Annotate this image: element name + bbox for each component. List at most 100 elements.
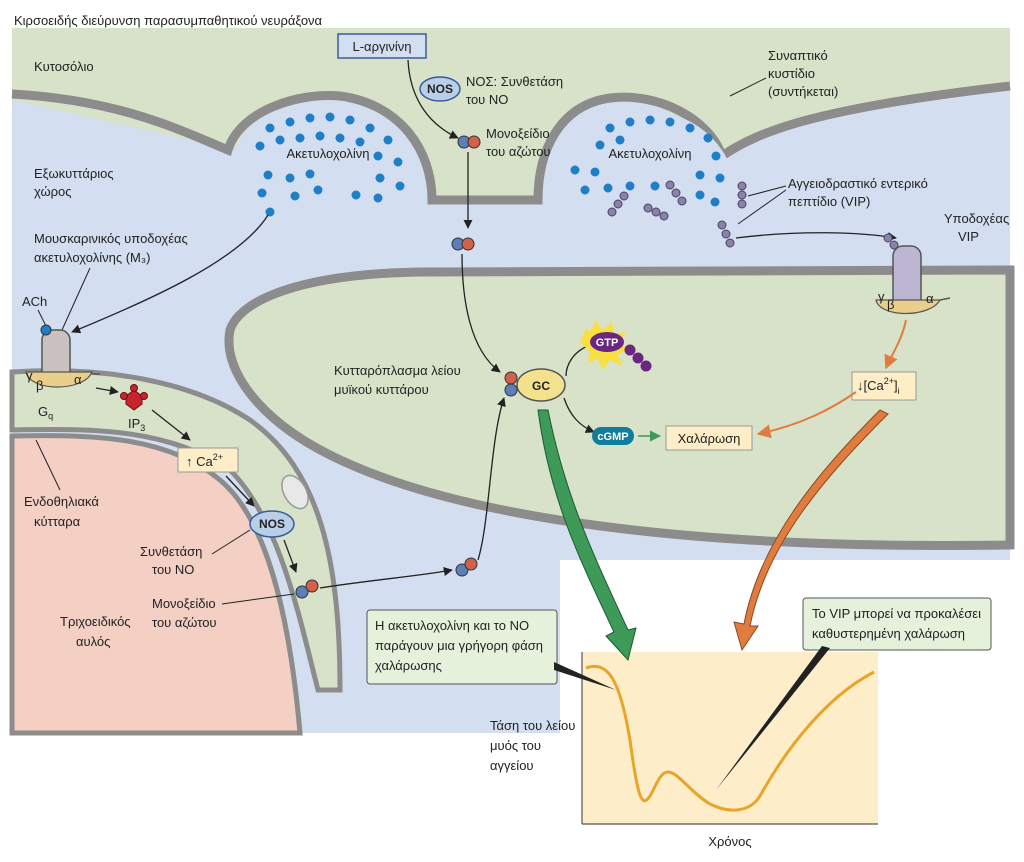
- extracellular-label-2: χώρος: [34, 184, 72, 199]
- no-top-label: Μονοξείδιο: [486, 126, 550, 141]
- no-molecule-mid: [451, 237, 475, 251]
- delayed-phase-arrow: [733, 409, 889, 652]
- muscarinic-leader: [61, 267, 91, 331]
- vip-alpha: α: [926, 291, 934, 306]
- arrow-vip-receptor: [735, 232, 897, 242]
- nerve-terminal: [12, 28, 1010, 200]
- smooth-muscle-label: Κυτταρόπλασμα λείου: [334, 363, 461, 378]
- synaptic-vesicle-label: Συναπτικό: [768, 48, 828, 63]
- nos-top-label: NOS: [427, 82, 453, 96]
- smooth-muscle-cell: [224, 265, 1015, 551]
- nerve-membrane: [11, 81, 1011, 205]
- no-endo-leader: [221, 593, 295, 605]
- title-label: Κιρσοειδής διεύρυνση παρασυμπαθητικού νε…: [14, 13, 323, 28]
- vip-delayed-box: [802, 597, 992, 651]
- arrow-ca-nos: [225, 475, 255, 507]
- capillary-lumen: [9, 433, 303, 736]
- gc-label: GC: [532, 379, 550, 393]
- arrow-no-out: [319, 567, 453, 589]
- ip3-label: IP3: [128, 416, 145, 433]
- endothelial-leader: [35, 439, 61, 491]
- graph-area: [582, 652, 878, 824]
- fast-phase-label: Η ακετυλοχολίνη και το ΝΟ: [375, 618, 529, 633]
- organelle: [281, 474, 309, 510]
- acetylcholine-right-label: Ακετυλοχολίνη: [609, 146, 692, 161]
- no-molecule-endo: [295, 579, 319, 599]
- muscarinic-label-2: ακετυλοχολίνης (M₃): [34, 250, 150, 265]
- vesicle-leader: [729, 77, 767, 97]
- vip-receptor-label-2: VIP: [958, 229, 979, 244]
- endothelial-label: Ενδοθηλιακά: [24, 494, 99, 509]
- cgmp-badge: [592, 427, 634, 445]
- vip-delayed-label: Το VIP μπορεί να προκαλέσει: [812, 606, 981, 621]
- no-endo-label-2: του αζώτου: [152, 615, 217, 630]
- no-endo-label: Μονοξείδιο: [152, 596, 216, 611]
- cytosol-label: Κυτοσόλιο: [34, 59, 94, 74]
- nos-synthase-label: ΝΟΣ: Συνθετάση: [466, 74, 563, 89]
- m3-gamma: γ: [26, 368, 33, 383]
- ca-up-box: [177, 447, 239, 473]
- capillary-label-2: αυλός: [76, 634, 110, 649]
- arrow-no-up-gc: [477, 397, 506, 561]
- arrow-ach-receptor: [71, 214, 269, 334]
- l-arginine-label: L-αργινίνη: [353, 39, 412, 54]
- nos-synthase-label-2: του ΝΟ: [466, 92, 508, 107]
- no-top-label-2: του αζώτου: [486, 144, 551, 159]
- capillary-label: Τριχοειδικός: [60, 614, 131, 629]
- vip-beta: β: [887, 297, 894, 312]
- vip-label: Αγγειοδραστικό εντερικό: [788, 176, 928, 191]
- nos-endo-label: NOS: [259, 517, 285, 531]
- fast-phase-box: [366, 609, 558, 685]
- synaptic-vesicle-label-3: (συντήκεται): [768, 84, 838, 99]
- vip-leader-1: [747, 185, 787, 197]
- vip-delayed-label-2: καθυστερημένη χαλάρωση: [812, 626, 965, 641]
- nos-endo-enzyme: [249, 510, 295, 538]
- vip-peptides: [607, 180, 747, 248]
- fast-phase-arrow: [537, 409, 637, 662]
- endothelial-label-2: κύτταρα: [34, 514, 81, 529]
- acetylcholine-dots-left: [255, 112, 405, 217]
- vip-gamma: γ: [878, 289, 885, 304]
- smooth-muscle-label-2: μυϊκού κυττάρου: [334, 382, 429, 397]
- ach-leader: [37, 309, 47, 327]
- vip-receptor-label: Υποδοχέας: [944, 211, 1009, 226]
- muscarinic-label: Μουσκαρινικός υποδοχέας: [34, 231, 188, 246]
- relaxation-box: [665, 425, 753, 451]
- ca-up-label: ↑ Ca2+: [186, 452, 223, 469]
- synthase-endo-label-2: του ΝΟ: [152, 562, 194, 577]
- acetylcholine-left-label: Ακετυλοχολίνη: [287, 146, 370, 161]
- synthase-leader: [211, 529, 251, 555]
- arrow-gc-cgmp: [563, 397, 595, 433]
- vesicle-right: [550, 107, 730, 205]
- m3-beta: β: [36, 378, 43, 393]
- tension-label-2: μυός του: [490, 738, 541, 753]
- gtp-molecule: [580, 320, 652, 372]
- vip-label-2: πεπτίδιο (VIP): [788, 194, 870, 209]
- arrow-vip-ca: [884, 319, 907, 370]
- fast-phase-label-3: χαλάρωσης: [375, 658, 442, 673]
- relaxation-label: Χαλάρωση: [678, 431, 741, 446]
- vip-delayed-pointer: [716, 646, 830, 790]
- endothelial-cell: [9, 368, 343, 693]
- extracellular-label: Εξωκυττάριος: [34, 166, 114, 181]
- m3-alpha: α: [74, 372, 82, 387]
- ach-label: ACh: [22, 294, 47, 309]
- nos-top-enzyme: [419, 76, 461, 102]
- synaptic-vesicle-label-2: κυστίδιο: [768, 66, 815, 81]
- vip-leader-2: [737, 189, 787, 225]
- synthase-endo-label: Συνθετάση: [140, 544, 202, 559]
- arrow-ip3-ca: [151, 409, 191, 441]
- acetylcholine-dots-right: [570, 115, 725, 207]
- l-arginine-box: [337, 33, 427, 59]
- muscarinic-receptor: [25, 324, 100, 388]
- arrow-nos-no: [283, 539, 298, 573]
- vip-receptor: [875, 233, 951, 315]
- ip3-molecule: [120, 384, 148, 411]
- time-label: Χρόνος: [708, 834, 751, 849]
- fast-phase-pointer: [554, 662, 616, 690]
- gq-label: Gq: [38, 404, 53, 421]
- no-molecule-top: [457, 135, 481, 149]
- no-molecule-free: [455, 557, 478, 577]
- ca-down-label: ↓[Ca2+]i: [857, 376, 900, 396]
